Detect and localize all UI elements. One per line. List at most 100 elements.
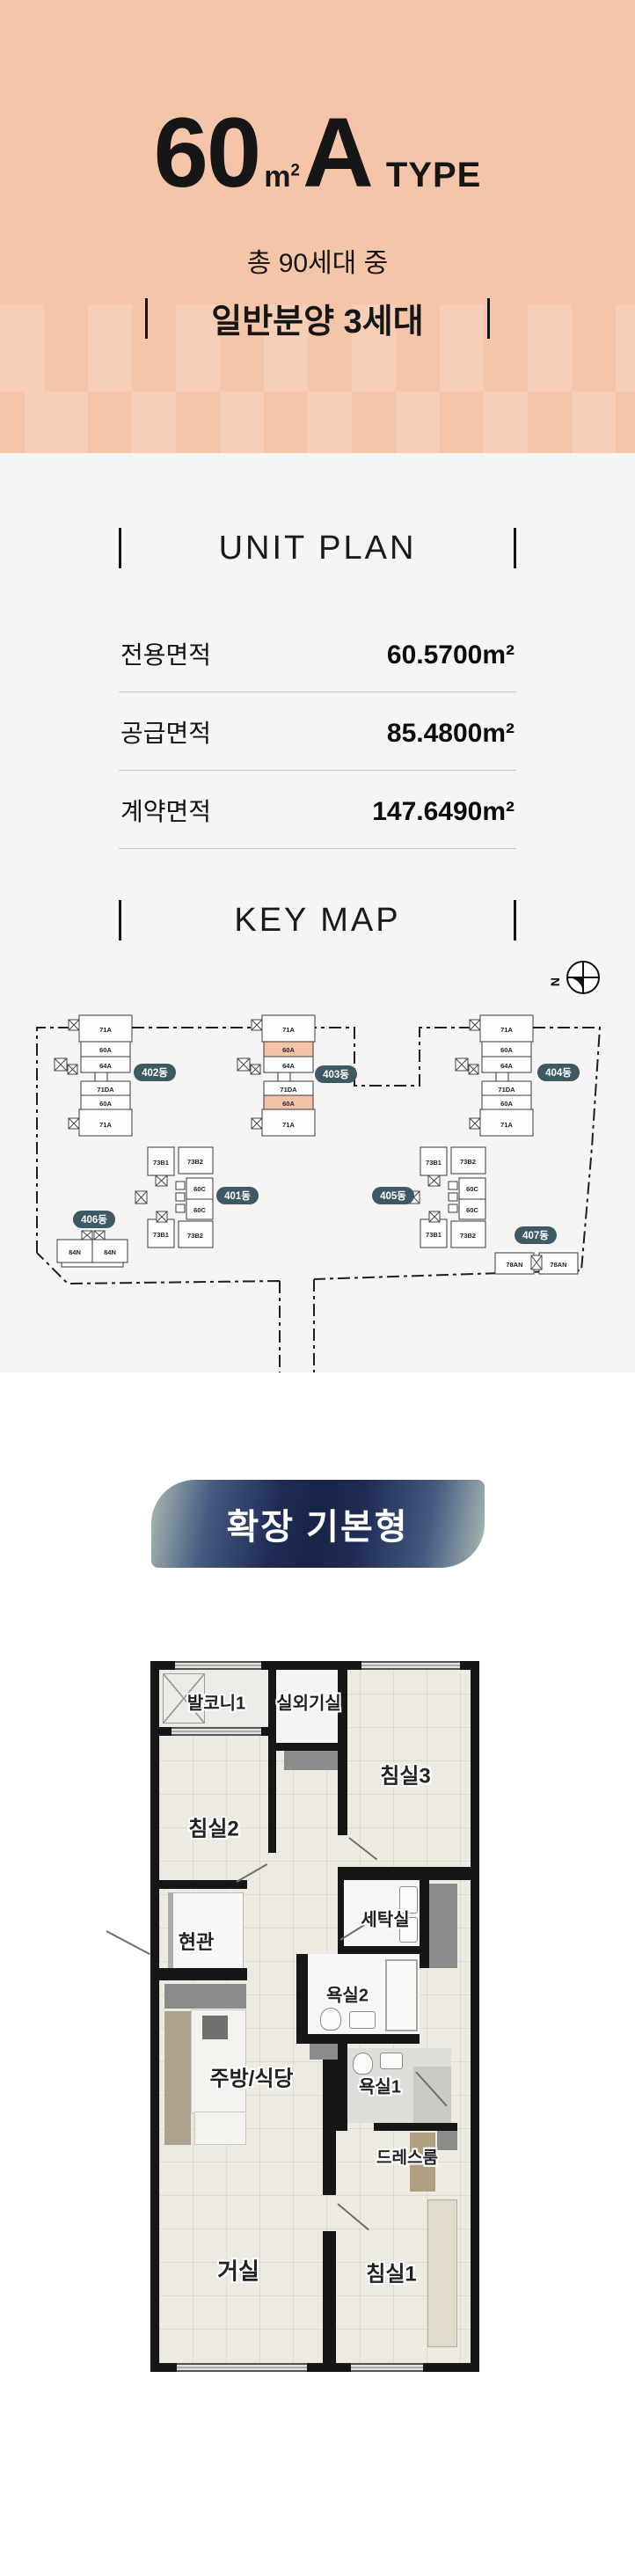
wall <box>338 1880 344 1946</box>
svg-text:71DA: 71DA <box>97 1086 114 1094</box>
total-households-text: 총 90세대 중 <box>246 249 389 278</box>
floor-plan-section: 확장 기본형 <box>0 1480 635 2576</box>
svg-text:60C: 60C <box>466 1206 478 1214</box>
wall <box>374 2123 457 2131</box>
svg-text:73B2: 73B2 <box>187 1158 203 1166</box>
svg-text:60A: 60A <box>99 1100 112 1108</box>
room-label-bath2: 욕실2 <box>326 1986 369 2006</box>
shaft <box>429 1884 457 1968</box>
svg-text:60C: 60C <box>466 1185 478 1193</box>
key-map-diagram: N 71A 60A 64A 71DA 60A 71A 71A 60A 64A 7… <box>36 961 602 1372</box>
right-bar <box>514 528 516 568</box>
unit-type-title: 60 m2 A TYPE <box>0 104 635 202</box>
type-letter: A <box>303 98 374 208</box>
svg-text:60A: 60A <box>500 1046 513 1054</box>
svg-text:73B1: 73B1 <box>153 1159 169 1167</box>
bedroom1-closet <box>427 2199 457 2347</box>
wall <box>336 2123 347 2131</box>
svg-text:71A: 71A <box>500 1121 513 1129</box>
cooktop <box>202 2016 228 2039</box>
room-label-entry: 현관 <box>178 1931 215 1953</box>
dryer <box>399 1917 418 1943</box>
floor-plan: 발코니1 실외기실 침실3 침실2 현관 세탁실 욕실2 주방/식당 욕실1 드… <box>106 1661 479 2372</box>
wall <box>296 1954 308 2034</box>
svg-text:73B1: 73B1 <box>426 1231 442 1239</box>
kitchen-cabinet <box>164 2011 191 2145</box>
svg-text:84N: 84N <box>104 1248 116 1256</box>
building-405: 73B1 73B2 60C 60C 73B1 73B2 <box>407 1146 486 1248</box>
wall <box>420 1880 429 1968</box>
table-row: 계약면적 147.6490m² <box>119 771 516 849</box>
building-401: 73B1 73B2 60C 60C 73B1 73B2 <box>135 1146 214 1248</box>
room-label-bedroom3: 침실3 <box>380 1764 431 1789</box>
svg-text:64A: 64A <box>282 1062 295 1070</box>
wall <box>268 1670 276 1728</box>
sink <box>380 2053 403 2069</box>
wall <box>323 2039 336 2195</box>
window <box>172 1727 261 1736</box>
svg-text:405동: 405동 <box>380 1190 406 1202</box>
table-row: 공급면적 85.4800m² <box>119 692 516 771</box>
svg-text:60A: 60A <box>282 1046 295 1054</box>
area-row-value: 85.4800m² <box>386 719 515 748</box>
washer <box>399 1886 418 1914</box>
svg-text:60C: 60C <box>193 1185 206 1193</box>
key-map-title: KEY MAP <box>234 901 401 939</box>
svg-text:71A: 71A <box>99 1121 112 1129</box>
building-pill-406: 406동 <box>73 1211 115 1228</box>
window <box>177 2363 307 2372</box>
svg-text:73B2: 73B2 <box>460 1158 476 1166</box>
area-row-value: 147.6490m² <box>372 797 515 826</box>
storage-block <box>164 1984 246 2009</box>
key-map-header: KEY MAP <box>119 900 516 940</box>
wall <box>338 1867 471 1880</box>
right-bar <box>514 900 516 940</box>
room-label-bath1: 욕실1 <box>359 2077 401 2097</box>
kitchen-island <box>194 2111 246 2145</box>
left-bar <box>145 297 148 339</box>
area-row-value: 60.5700m² <box>386 640 515 670</box>
area-number: 60 <box>153 98 262 208</box>
toilet <box>353 2053 373 2075</box>
svg-text:60A: 60A <box>282 1100 295 1108</box>
shaft <box>310 2044 338 2060</box>
building-pill-404: 404동 <box>537 1064 580 1081</box>
room-label-living: 거실 <box>217 2258 259 2285</box>
svg-text:64A: 64A <box>500 1062 513 1070</box>
svg-text:73B1: 73B1 <box>426 1159 442 1167</box>
building-404: 71A 60A 64A 71DA 60A 71A <box>455 1014 534 1137</box>
room-label-dressroom: 드레스룸 <box>376 2148 438 2168</box>
building-pill-403: 403동 <box>315 1065 357 1083</box>
wall <box>159 1968 247 1980</box>
building-pill-402: 402동 <box>134 1064 176 1081</box>
svg-text:71A: 71A <box>282 1121 295 1129</box>
ac-room-floor <box>276 1670 338 1743</box>
site-boundary <box>36 1027 602 1372</box>
svg-text:60A: 60A <box>500 1100 513 1108</box>
building-402: 71A 60A 64A 71DA 60A 71A <box>54 1014 133 1137</box>
north-compass-icon: N <box>548 961 600 994</box>
area-row-label: 공급면적 <box>120 720 212 747</box>
svg-text:71DA: 71DA <box>498 1086 515 1094</box>
wall <box>336 2044 347 2123</box>
svg-text:60C: 60C <box>193 1206 206 1214</box>
svg-text:73B2: 73B2 <box>460 1232 476 1240</box>
svg-text:403동: 403동 <box>323 1069 349 1080</box>
svg-text:401동: 401동 <box>224 1190 251 1202</box>
svg-text:60A: 60A <box>99 1046 112 1054</box>
building-403: 71A 60A 64A 71DA 60A 71A <box>237 1014 316 1137</box>
window <box>175 1661 261 1670</box>
svg-text:71A: 71A <box>99 1026 112 1034</box>
svg-text:73B1: 73B1 <box>153 1231 169 1239</box>
window <box>351 2363 423 2372</box>
svg-text:71A: 71A <box>500 1026 513 1034</box>
svg-text:71DA: 71DA <box>280 1086 297 1094</box>
entry-closet-door <box>168 1892 173 1970</box>
wall <box>323 2231 336 2363</box>
unit-plan-header: UNIT PLAN <box>119 528 516 568</box>
general-sale-row: 일반분양 3세대 <box>145 294 490 342</box>
table-row: 전용면적 60.5700m² <box>119 614 516 692</box>
svg-text:64A: 64A <box>99 1062 112 1070</box>
building-pill-407: 407동 <box>515 1226 557 1244</box>
unit-plan-title: UNIT PLAN <box>218 529 417 567</box>
